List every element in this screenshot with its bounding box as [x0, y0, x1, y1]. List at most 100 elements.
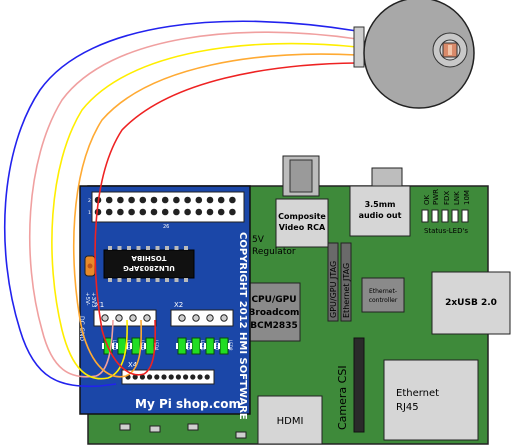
connector-x1-label: X1 [95, 301, 104, 309]
gpu-jtag-label: GPU/GPU JTAG [329, 261, 338, 318]
chip-pin [108, 278, 112, 282]
chip-pin [146, 246, 150, 250]
x4-pin [154, 374, 160, 380]
connector-pin [143, 314, 151, 322]
chip-pin [165, 246, 169, 250]
motor-body [363, 0, 475, 109]
connector-x2 [170, 309, 234, 327]
hdmi-port-block [257, 395, 323, 445]
power-label-1: +5V- [84, 292, 90, 306]
gpio-pin [105, 196, 113, 204]
gpio-pin [173, 196, 180, 204]
gpio-pin [161, 208, 169, 216]
led-lead [144, 343, 146, 349]
motor-wire-plug [353, 26, 365, 68]
x4-pin [161, 374, 167, 380]
gpio-pin [150, 208, 158, 216]
connector-pin [129, 314, 137, 322]
ethernet-jtag-header [340, 242, 352, 322]
led-lead [130, 343, 132, 349]
status-led-label-ok: OK [423, 194, 431, 205]
gpio-pin [206, 196, 214, 204]
status-led-ok [421, 209, 429, 223]
ethernet-jtag-label: Ethernet JTAG [342, 263, 351, 318]
chip-pin [155, 278, 160, 282]
stepper-motor [363, 0, 475, 109]
chip-pin [155, 246, 160, 250]
status-led-fdx [441, 209, 449, 223]
gpio-pin [184, 208, 191, 216]
chip-pin [127, 278, 131, 282]
pcb-component [187, 423, 199, 431]
led-lead [228, 343, 230, 349]
x4-pin [190, 374, 196, 380]
cpu-chip [247, 282, 301, 342]
led-label-7: LED7 [214, 340, 219, 351]
connector-x2-label: X2 [174, 301, 183, 309]
chip-pin [174, 246, 179, 250]
led [131, 337, 141, 355]
connector-pin [101, 314, 109, 322]
pcb-component [119, 423, 131, 431]
copyright-text: COPYRIGHT 2012 HMI SOFTWARE [237, 232, 248, 420]
chip-pin [184, 278, 188, 282]
ethernet-controller-label-2: controller [369, 297, 398, 304]
led-label-2: LED2 [126, 340, 131, 351]
x4-pin [183, 374, 189, 380]
shop-url: My Pi shop.com [135, 397, 241, 411]
x4-pin [168, 374, 174, 380]
led-lead [200, 343, 202, 349]
wire-red [94, 62, 358, 376]
led-lead [116, 343, 118, 349]
status-led-pwr [431, 209, 439, 223]
gpio-pin [128, 208, 135, 216]
chip-pin [146, 278, 150, 282]
chip-pin [174, 278, 179, 282]
led-lead [176, 343, 178, 349]
regulator-label-2: Regulator [252, 247, 296, 257]
gpio-header [91, 191, 245, 223]
ethernet-controller-chip [361, 277, 405, 313]
led-lead [112, 343, 114, 349]
gpio-pin [105, 208, 113, 216]
audio-label-1: 3.5mm [365, 200, 396, 209]
led [191, 337, 201, 355]
composite-rca-inner [289, 159, 313, 193]
gpio-pin [173, 208, 180, 216]
chip-pin [165, 278, 169, 282]
ethernet-label-1: Ethernet [396, 388, 439, 399]
chip-pin [136, 278, 141, 282]
x4-pin [204, 374, 210, 380]
gpu-jtag-header [327, 242, 339, 322]
wire-blue [3, 20, 358, 388]
addon-board: 2 1 26 TOSHIBA ULN2803APG COPYRIGHT 2012… [78, 185, 251, 420]
gpio-pin-array [94, 196, 236, 216]
gpio-pin [195, 196, 203, 204]
status-led-lnk [451, 209, 459, 223]
gpio-pin [139, 208, 147, 216]
chip-label-1: TOSHIBA [131, 254, 167, 262]
gpio-pin [117, 196, 124, 204]
gpio-pin-label-1: 1 [88, 210, 91, 216]
camera-csi-connector [353, 337, 365, 433]
cpu-label-1: CPU/GPU [251, 295, 296, 305]
regulator-label-1: 5V [252, 235, 265, 245]
chip-pin [117, 278, 122, 282]
x4-pin [175, 374, 181, 380]
gpio-pin [161, 196, 169, 204]
cpu-label-3: BCM2835 [250, 321, 297, 331]
led-lead [102, 343, 104, 349]
power-led-dot [87, 263, 93, 269]
chip-pin [127, 246, 131, 250]
led-lead [126, 343, 128, 349]
led-lead [186, 343, 188, 349]
chip-pin [184, 246, 188, 250]
led-lead [214, 343, 216, 349]
gpio-pin [217, 196, 225, 204]
status-led-group: OK PWR FDX LNK 10M Status-LED's [421, 189, 471, 235]
led-lead [204, 343, 206, 349]
gpio-pin [184, 196, 191, 204]
led [219, 337, 229, 355]
led [205, 337, 215, 355]
power-label-2: +3V3 [90, 292, 96, 308]
